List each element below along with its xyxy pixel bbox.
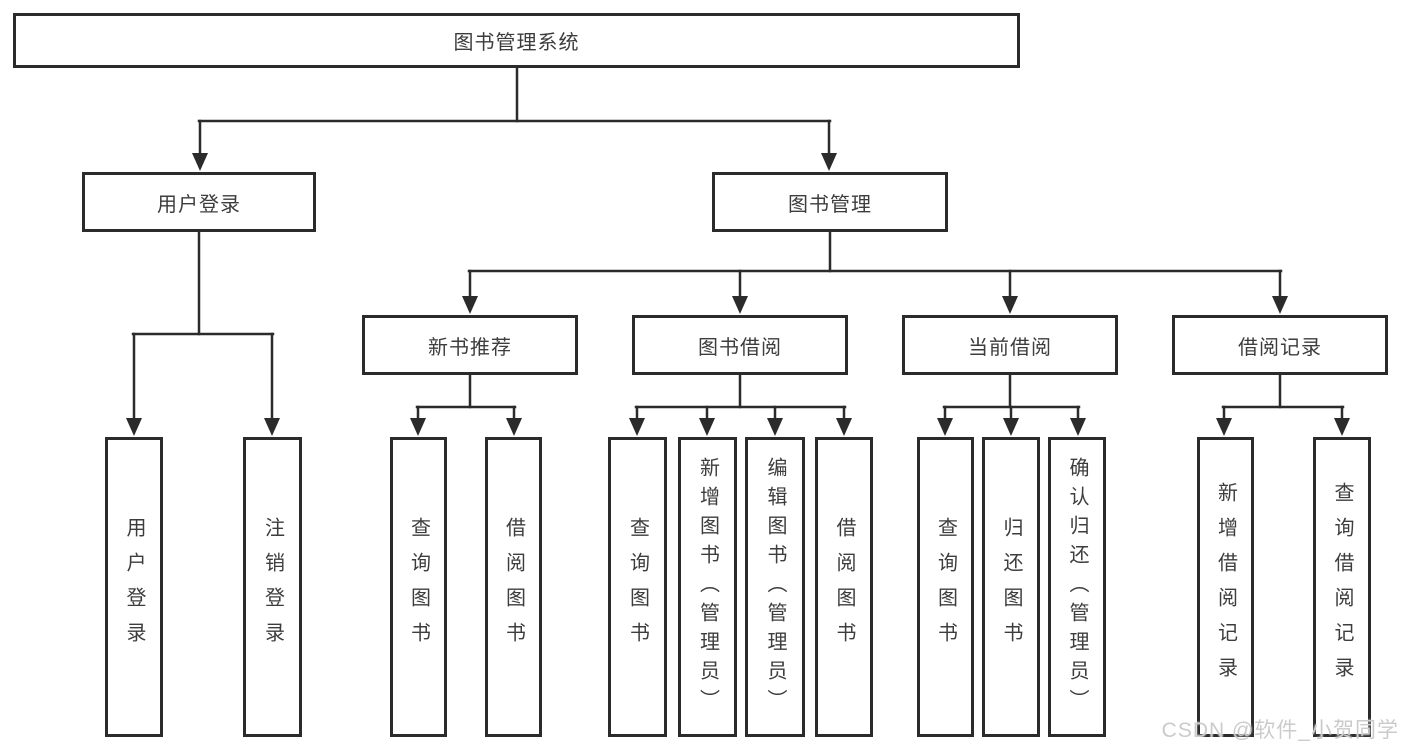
leaf-edit-book-admin: 编辑图书（管理员）	[745, 437, 805, 737]
node-book-management-label: 图书管理	[788, 193, 872, 216]
connector-manage-branch	[462, 228, 1288, 314]
leaf-search-books-recommend-label: 查询图书	[407, 517, 430, 657]
node-root-label: 图书管理系统	[453, 32, 580, 54]
node-current-borrowing: 当前借阅	[902, 315, 1118, 375]
leaf-borrow-books-recommend-label: 借阅图书	[502, 517, 525, 657]
leaf-edit-book-admin-label: 编辑图书（管理员）	[764, 456, 786, 718]
leaf-user-login-label: 用户登录	[123, 517, 145, 657]
node-book-borrowing-label: 图书借阅	[698, 336, 782, 359]
leaf-add-borrow-record-label: 新增借阅记录	[1214, 482, 1237, 692]
node-book-management: 图书管理	[712, 172, 948, 232]
leaf-borrow-books-recommend: 借阅图书	[485, 437, 542, 737]
leaf-borrow-books-borrowing: 借阅图书	[815, 437, 873, 737]
connector-recommend-branch	[410, 371, 522, 436]
connector-borrowing-branch	[629, 371, 852, 436]
node-new-book-recommendation-label: 新书推荐	[428, 336, 512, 359]
leaf-logout: 注销登录	[243, 437, 302, 737]
leaf-search-borrow-record-label: 查询借阅记录	[1331, 482, 1353, 692]
node-current-borrowing-label: 当前借阅	[968, 336, 1052, 359]
leaf-search-books-current-label: 查询图书	[934, 517, 957, 657]
leaf-add-book-admin-label: 新增图书（管理员）	[696, 456, 719, 718]
leaf-search-books-recommend: 查询图书	[390, 437, 447, 737]
node-borrowing-records-label: 借阅记录	[1238, 336, 1322, 359]
connector-root-branch	[192, 66, 837, 171]
leaf-add-borrow-record: 新增借阅记录	[1197, 437, 1254, 737]
leaf-search-books-borrowing-label: 查询图书	[626, 517, 649, 657]
leaf-search-books-borrowing: 查询图书	[608, 437, 667, 737]
node-user-login-label: 用户登录	[157, 193, 241, 216]
connector-login-branch	[126, 228, 280, 436]
leaf-search-books-current: 查询图书	[917, 437, 974, 737]
leaf-user-login: 用户登录	[105, 437, 163, 737]
node-new-book-recommendation: 新书推荐	[362, 315, 578, 375]
leaf-search-borrow-record: 查询借阅记录	[1313, 437, 1371, 737]
node-root: 图书管理系统	[13, 13, 1020, 68]
node-user-login: 用户登录	[82, 172, 316, 232]
leaf-add-book-admin: 新增图书（管理员）	[678, 437, 737, 737]
leaf-borrow-books-borrowing-label: 借阅图书	[833, 517, 855, 657]
leaf-confirm-return-admin: 确认归还（管理员）	[1048, 437, 1106, 737]
watermark: CSDN @软件_小贺同学	[1161, 719, 1399, 742]
node-book-borrowing: 图书借阅	[632, 315, 848, 375]
leaf-confirm-return-admin-label: 确认归还（管理员）	[1066, 456, 1088, 718]
leaf-return-books-label: 归还图书	[1000, 517, 1022, 657]
connector-records-branch	[1216, 371, 1350, 436]
connector-current-branch	[937, 371, 1086, 436]
leaf-return-books: 归还图书	[982, 437, 1040, 737]
node-borrowing-records: 借阅记录	[1172, 315, 1388, 375]
leaf-logout-label: 注销登录	[261, 517, 284, 657]
